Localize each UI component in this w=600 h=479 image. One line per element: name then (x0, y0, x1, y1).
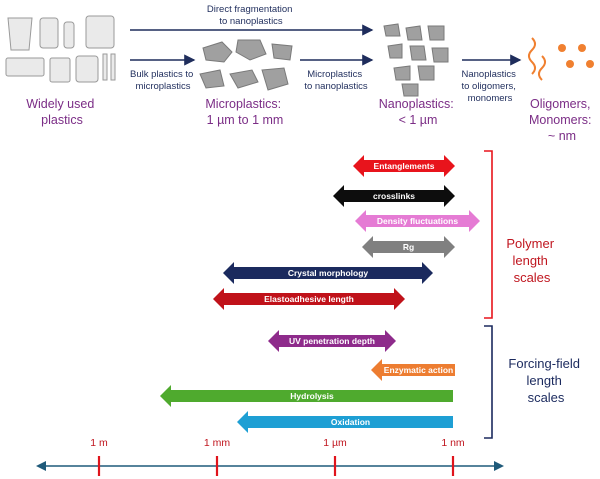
bottle-icon (39, 17, 59, 49)
stage-label-oligo: Oligomers, Monomers: ~ nm (529, 97, 595, 143)
bar-label: Hydrolysis (290, 391, 334, 401)
particle-shape (199, 69, 225, 89)
bar-label: Density fluctuations (377, 216, 459, 226)
flow-arrows (130, 24, 522, 66)
bar-density-fluctuations: Density fluctuations (355, 210, 480, 232)
bar-arrow-shape (371, 359, 455, 381)
axis-tick-label: 1 m (90, 437, 108, 449)
stage-label-plastics: Widely used plastics (26, 97, 98, 127)
bracket-label-polymer: Polymer length scales (506, 236, 557, 285)
monomer-dot (558, 44, 566, 52)
bar-label: Crystal morphology (288, 268, 369, 278)
bar-label: Oxidation (331, 417, 370, 427)
bar-label: Entanglements (374, 161, 435, 171)
axis-tick-label: 1 µm (323, 437, 347, 449)
axis-arrow-right-icon (494, 461, 504, 471)
particle-shape (401, 83, 419, 97)
axis-tick-label: 1 mm (204, 437, 231, 449)
particle-shape (229, 69, 259, 89)
particle-shape (417, 65, 435, 81)
bar-arrow-shape (353, 155, 455, 177)
bar-arrow-shape (362, 236, 455, 258)
bar-arrow-shape (355, 210, 480, 232)
arrow-label-nano-oligo: Nanoplastics to oligomers, monomers (461, 69, 518, 104)
axis-tick-label: 1 nm (441, 437, 465, 449)
bar-arrow-shape (160, 385, 453, 407)
bar-crystal-morphology: Crystal morphology (223, 262, 433, 284)
bar-label: Rg (403, 242, 414, 252)
bar-arrow-shape (237, 411, 453, 433)
particle-shape (405, 25, 423, 41)
bar-label: crosslinks (373, 191, 415, 201)
container-icon (49, 57, 71, 83)
monomer-dot (578, 44, 586, 52)
cup-icon (7, 17, 33, 51)
bar-arrow-shape (268, 330, 396, 352)
bracket-polymer (484, 150, 493, 319)
axis-arrow-left-icon (36, 461, 46, 471)
particle-shape (409, 45, 427, 61)
bar-crosslinks: crosslinks (333, 185, 455, 207)
bar-enzymatic-action: Enzymatic action (371, 359, 455, 381)
bar-label: UV penetration depth (289, 336, 375, 346)
microplastic-particles (199, 39, 293, 91)
bracket-forcing (484, 325, 493, 439)
particle-shape (387, 43, 403, 59)
arrow-label-direct: Direct fragmentation to nanoplastics (207, 4, 295, 27)
particle-shape (383, 23, 401, 37)
cutlery-icon (102, 53, 108, 81)
monomer-dot (566, 60, 574, 68)
bar-arrow-shape (213, 288, 405, 310)
plastics-icons (5, 15, 116, 83)
small-bottle-icon (63, 21, 75, 49)
bar-arrow-shape (223, 262, 433, 284)
particle-shape (235, 39, 267, 61)
bar-label: Elastoadhesive length (264, 294, 354, 304)
oligomer-chain-icon (538, 55, 546, 81)
bracket-label-forcing: Forcing-field length scales (508, 356, 583, 405)
stage-label-micro: Microplastics: 1 µm to 1 mm (205, 97, 284, 127)
nanoplastic-particles (383, 23, 449, 97)
arrow-label-micro-nano: Microplastics to nanoplastics (304, 69, 368, 92)
oligomer-chain-icon (528, 37, 536, 75)
cutlery-icon-2 (110, 53, 116, 81)
bar-label: Enzymatic action (384, 365, 453, 375)
bar-arrow-shape (333, 185, 455, 207)
particle-shape (393, 65, 411, 81)
particle-shape (431, 47, 449, 63)
bar-rg: Rg (362, 236, 455, 258)
arrow-label-bulk: Bulk plastics to microplastics (130, 69, 196, 92)
bucket-icon (85, 15, 115, 49)
tray-icon (5, 57, 45, 77)
particle-shape (202, 41, 233, 63)
oligomer-symbols (528, 37, 546, 81)
particle-shape (261, 67, 289, 91)
monomer-dot (586, 60, 594, 68)
stage-label-nano: Nanoplastics: < 1 µm (379, 97, 458, 127)
bar-uv-penetration-depth: UV penetration depth (268, 330, 396, 352)
bar-elastoadhesive-length: Elastoadhesive length (213, 288, 405, 310)
bar-hydrolysis: Hydrolysis (160, 385, 453, 407)
particle-shape (271, 43, 293, 61)
jerrycan-icon (75, 55, 99, 83)
bar-oxidation: Oxidation (237, 411, 453, 433)
monomer-dots (558, 44, 594, 68)
particle-shape (427, 25, 445, 41)
bar-entanglements: Entanglements (353, 155, 455, 177)
